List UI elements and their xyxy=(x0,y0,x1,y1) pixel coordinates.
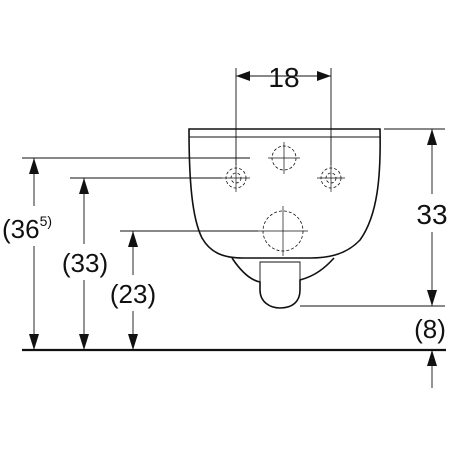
outlet-height-label: (23) xyxy=(110,279,156,309)
right-height-label: 33 xyxy=(416,199,447,230)
trap-outline xyxy=(231,257,335,309)
inner-height-label: (33) xyxy=(62,248,108,278)
trap-inner xyxy=(259,261,301,282)
width-label: 18 xyxy=(268,62,299,93)
mounting-hole-right xyxy=(317,164,345,192)
total-height-sup: 5) xyxy=(40,213,52,229)
total-height-label: (365) xyxy=(2,213,52,244)
bowl-outline xyxy=(188,128,381,259)
outlet-hole xyxy=(258,206,308,256)
mounting-hole-left xyxy=(222,164,250,192)
floor-gap-label: (8) xyxy=(414,314,446,344)
total-height-dimension xyxy=(29,158,39,350)
width-dimension xyxy=(235,68,332,165)
floor-gap-dimension xyxy=(427,350,437,388)
total-height-main: (36 xyxy=(2,214,40,244)
mounting-hole-top-center xyxy=(268,142,300,174)
